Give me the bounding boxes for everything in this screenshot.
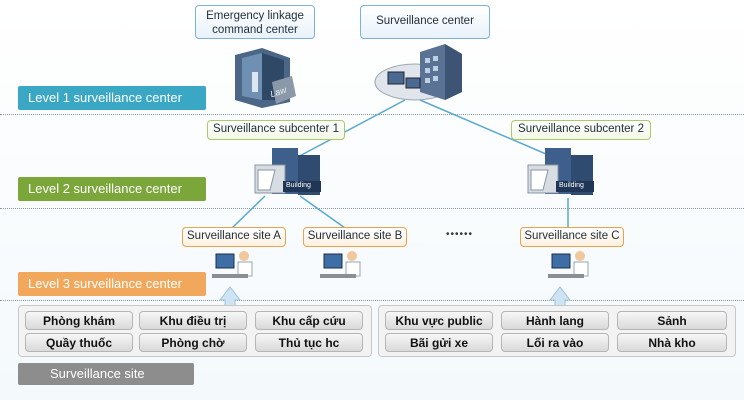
more-sites-ellipsis: •••••• — [446, 229, 474, 240]
connection-lines — [231, 99, 569, 229]
surveillance-center-box: Surveillance center — [360, 5, 490, 39]
building-label: Building — [559, 182, 584, 189]
command-center-icon — [235, 48, 296, 108]
subcenter2-box: Surveillance subcenter 2 — [511, 120, 651, 140]
area-cell: Thủ tục hc — [255, 333, 363, 352]
area-cell: Bãi gửi xe — [385, 333, 493, 352]
level-separator — [0, 300, 744, 301]
up-arrow-icon — [548, 286, 572, 307]
level2-label: Level 2 surveillance center — [18, 177, 206, 201]
link-sub1-siteB — [299, 195, 346, 229]
link-center-sub2 — [419, 99, 561, 161]
emergency-command-center-box: Emergency linkage command center — [195, 5, 315, 39]
up-arrow-icon — [218, 286, 242, 307]
link-sub1-siteA — [231, 195, 266, 229]
area-cell: Phòng chờ — [139, 333, 247, 352]
subcenter1-building-icon — [254, 148, 321, 195]
operator-icon — [548, 251, 589, 278]
area-cell: Phòng khám — [25, 311, 133, 330]
operator-icon — [212, 251, 253, 278]
level-separator — [0, 208, 744, 209]
site-b-box: Surveillance site B — [303, 227, 407, 247]
right-area-panel: Khu vực public Hành lang Sảnh Bãi gửi xe… — [378, 305, 736, 357]
level1-label: Level 1 surveillance center — [18, 86, 206, 110]
level-separator — [0, 114, 744, 115]
area-cell: Sảnh — [617, 311, 727, 330]
site-c-box: Surveillance site C — [520, 227, 624, 247]
subcenter2-building-icon — [527, 148, 594, 195]
subcenter1-box: Surveillance subcenter 1 — [207, 120, 345, 140]
building-label: Building — [286, 182, 311, 189]
area-cell: Hành lang — [501, 311, 609, 330]
site-a-box: Surveillance site A — [182, 227, 286, 247]
surveillance-site-label: Surveillance site — [18, 363, 194, 385]
level3-label: Level 3 surveillance center — [18, 272, 206, 296]
area-cell: Nhà kho — [617, 333, 727, 352]
area-cell: Khu vực public — [385, 311, 493, 330]
area-cell: Khu điều trị — [139, 311, 247, 330]
link-center-sub1 — [291, 99, 406, 161]
area-cell: Quầy thuốc — [25, 333, 133, 352]
area-cell: Lối ra vào — [501, 333, 609, 352]
surveillance-center-icon — [374, 44, 462, 101]
left-area-panel: Phòng khám Khu điều trị Khu cấp cứu Quầy… — [18, 305, 372, 357]
area-cell: Khu cấp cứu — [255, 311, 363, 330]
operator-icon — [320, 251, 361, 278]
